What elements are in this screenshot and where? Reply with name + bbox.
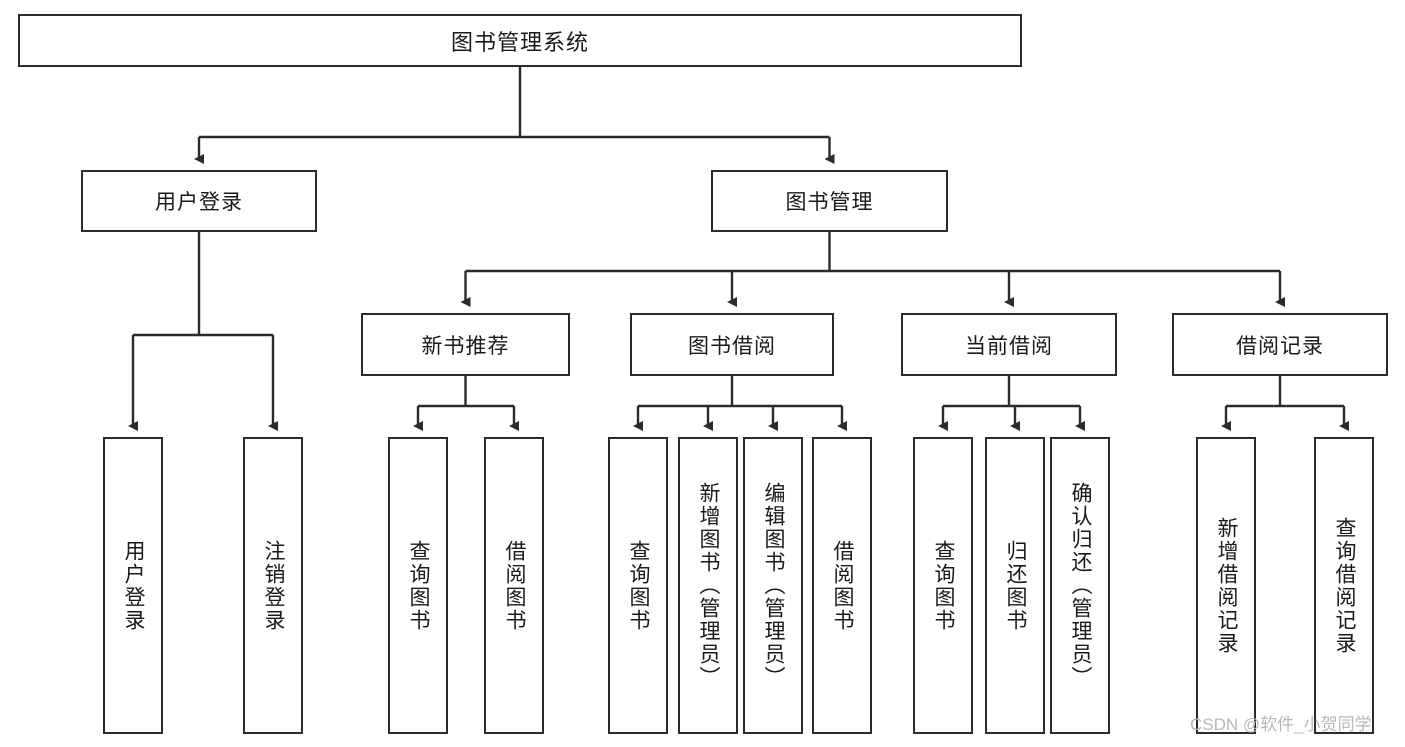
node-leaf-rec-query[interactable]: 查询图书 bbox=[388, 437, 448, 734]
node-label: 借阅图书 bbox=[503, 539, 527, 632]
node-leaf-cb-return[interactable]: 归还图书 bbox=[985, 437, 1045, 734]
node-label: 图书管理系统 bbox=[450, 29, 589, 55]
node-label: 查询图书 bbox=[407, 539, 431, 632]
node-leaf-bb-edit[interactable]: 编辑图书（管理员） bbox=[743, 437, 803, 734]
node-new-book-rec[interactable]: 新书推荐 bbox=[361, 313, 570, 376]
node-leaf-cb-confirm[interactable]: 确认归还（管理员） bbox=[1050, 437, 1110, 734]
node-leaf-cb-query[interactable]: 查询图书 bbox=[913, 437, 973, 734]
node-book-manage[interactable]: 图书管理 bbox=[711, 170, 948, 232]
node-leaf-br-add[interactable]: 新增借阅记录 bbox=[1196, 437, 1256, 734]
node-label: 用户登录 bbox=[122, 539, 146, 632]
node-leaf-rec-borrow[interactable]: 借阅图书 bbox=[484, 437, 544, 734]
node-borrow-record[interactable]: 借阅记录 bbox=[1172, 313, 1388, 376]
node-leaf-br-query[interactable]: 查询借阅记录 bbox=[1314, 437, 1374, 734]
node-label: 查询图书 bbox=[932, 539, 956, 632]
node-user-login[interactable]: 用户登录 bbox=[81, 170, 317, 232]
node-label: 注销登录 bbox=[262, 539, 286, 632]
node-label: 用户登录 bbox=[155, 191, 243, 214]
node-label: 新书推荐 bbox=[421, 334, 510, 358]
node-label: 图书借阅 bbox=[688, 334, 776, 358]
node-book-borrow[interactable]: 图书借阅 bbox=[630, 313, 834, 376]
node-label: 借阅记录 bbox=[1236, 334, 1324, 358]
node-label: 图书管理 bbox=[785, 191, 874, 214]
node-leaf-user-login[interactable]: 用户登录 bbox=[103, 437, 163, 734]
node-label: 编辑图书（管理员） bbox=[762, 482, 786, 689]
node-current-borrow[interactable]: 当前借阅 bbox=[901, 313, 1117, 376]
node-root[interactable]: 图书管理系统 bbox=[18, 14, 1022, 67]
node-leaf-bb-query[interactable]: 查询图书 bbox=[608, 437, 668, 734]
node-label: 确认归还（管理员） bbox=[1069, 482, 1093, 689]
node-label: 查询图书 bbox=[627, 539, 651, 632]
node-label: 查询借阅记录 bbox=[1333, 516, 1357, 655]
node-label: 当前借阅 bbox=[965, 334, 1053, 358]
node-label: 归还图书 bbox=[1004, 539, 1028, 632]
node-label: 新增图书（管理员） bbox=[697, 482, 721, 689]
node-leaf-bb-borrow[interactable]: 借阅图书 bbox=[812, 437, 872, 734]
node-leaf-bb-add[interactable]: 新增图书（管理员） bbox=[678, 437, 738, 734]
node-label: 借阅图书 bbox=[831, 539, 855, 632]
node-label: 新增借阅记录 bbox=[1215, 516, 1239, 655]
node-leaf-user-logout[interactable]: 注销登录 bbox=[243, 437, 303, 734]
